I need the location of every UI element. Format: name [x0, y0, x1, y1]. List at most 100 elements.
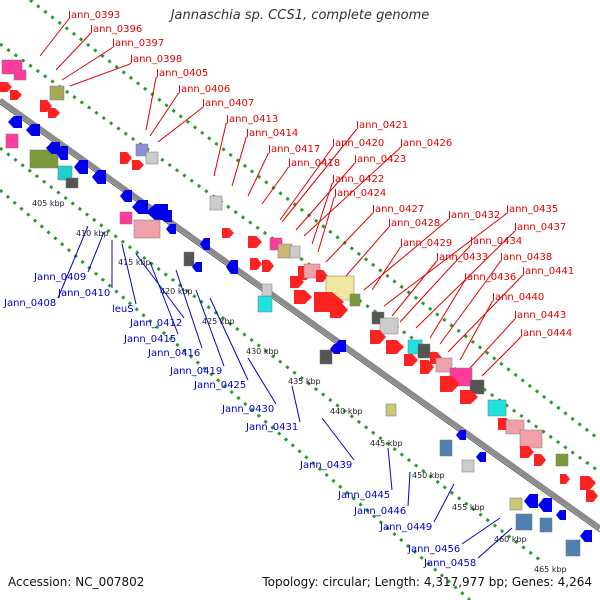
leader-line-forward [363, 219, 449, 291]
gene-box [515, 513, 533, 531]
gene-label-forward: Jann_0435 [505, 204, 558, 215]
gene-label-forward: Jann_0426 [399, 138, 452, 149]
gene-label-forward: Jann_0420 [331, 138, 384, 149]
gene-box [49, 85, 65, 101]
gene-arrow-reverse [524, 494, 538, 508]
strand-guide-line [0, 188, 471, 600]
gene-arrow-forward [386, 340, 404, 354]
gene-box [519, 429, 543, 449]
gene-box [57, 165, 73, 181]
leader-line-reverse [175, 269, 203, 349]
genome-summary-text: Topology: circular; Length: 4,317,977 bp… [262, 575, 592, 589]
gene-label-forward: Jann_0406 [177, 84, 230, 95]
gene-box [29, 149, 59, 169]
gene-box [145, 151, 159, 165]
gene-label-reverse: Jann_0458 [423, 558, 476, 569]
gene-label-forward: Jann_0418 [287, 158, 340, 169]
leader-line-reverse [321, 417, 355, 461]
gene-arrow-forward [330, 302, 348, 318]
gene-arrow-reverse [200, 238, 210, 250]
gene-arrow-reverse [538, 498, 552, 512]
kbp-tick-label: 440 kbp [330, 407, 363, 416]
leader-line-forward [391, 261, 437, 317]
gene-arrow-forward [132, 160, 144, 170]
gene-label-reverse: Jann_0445 [337, 490, 390, 501]
kbp-tick-label: 460 kbp [494, 535, 527, 544]
gene-arrow-forward [294, 290, 312, 304]
accession-text: Accession: NC_007802 [8, 575, 145, 589]
gene-box [13, 69, 27, 81]
gene-label-forward: Jann_0443 [513, 310, 566, 321]
leader-line-reverse [387, 447, 393, 491]
gene-arrow-forward [404, 354, 418, 366]
gene-label-forward: Jann_0397 [111, 38, 164, 49]
kbp-tick-label: 455 kbp [452, 503, 485, 512]
gene-box [133, 219, 161, 239]
gene-arrow-reverse [476, 452, 486, 462]
gene-label-reverse: Jann_0439 [299, 460, 352, 471]
gene-arrow-forward [48, 108, 60, 118]
gene-arrow-reverse [74, 160, 88, 174]
leader-line-forward [429, 281, 465, 339]
gene-arrow-forward [534, 454, 546, 466]
leader-line-forward [213, 123, 227, 177]
gene-arrow-forward [370, 330, 386, 344]
gene-label-forward: Jann_0423 [353, 154, 406, 165]
gene-arrow-forward [120, 152, 132, 164]
gene-label-reverse: Jann_0410 [57, 288, 110, 299]
leader-line-forward [61, 47, 113, 81]
gene-arrow-forward [520, 446, 534, 458]
gene-label-forward: Jann_0434 [469, 236, 522, 247]
gene-label-forward: Jann_0429 [399, 238, 452, 249]
leader-line-reverse [195, 289, 225, 367]
leader-line-reverse [87, 231, 105, 273]
gene-label-forward: Jann_0438 [499, 252, 552, 263]
leader-line-forward [345, 227, 389, 277]
gene-box [183, 251, 195, 267]
gene-label-reverse: leuS [112, 304, 134, 315]
leader-line-forward [481, 337, 521, 377]
gene-arrow-reverse [556, 510, 566, 520]
leader-line-reverse [209, 297, 249, 381]
gene-label-forward: Jann_0407 [201, 98, 254, 109]
gene-arrow-forward [440, 376, 460, 392]
leader-line-forward [39, 19, 69, 57]
gene-arrow-reverse [226, 260, 238, 274]
gene-arrow-forward [250, 258, 262, 270]
leader-line-forward [55, 33, 91, 71]
leader-line-forward [149, 93, 179, 137]
gene-arrow-reverse [132, 200, 148, 214]
gene-label-reverse: Jann_0408 [3, 298, 56, 309]
gene-label-forward: Jann_0417 [267, 144, 320, 155]
gene-box [319, 349, 333, 365]
gene-arrow-reverse [120, 190, 132, 202]
gene-box [385, 403, 397, 417]
gene-label-forward: Jann_0414 [245, 128, 298, 139]
kbp-tick-label: 420 kbp [160, 287, 193, 296]
gene-arrow-reverse [46, 142, 60, 154]
gene-labels: Jann_0393Jann_0396Jann_0397Jann_0398Jann… [3, 10, 574, 569]
gene-box [257, 295, 273, 313]
gene-box [349, 293, 361, 307]
leader-line-reverse [149, 261, 179, 335]
gene-arrow-reverse [160, 210, 172, 222]
leader-line-forward [383, 213, 507, 307]
leader-line-forward [469, 319, 515, 369]
leader-line-reverse [433, 483, 455, 523]
gene-box [379, 317, 399, 335]
leader-line-forward [157, 107, 203, 143]
gene-label-forward: Jann_0424 [333, 188, 386, 199]
gene-label-reverse: Jann_0419 [169, 366, 222, 377]
leader-line-forward [281, 129, 357, 223]
gene-arrow-reverse [580, 530, 592, 542]
kbp-tick-label: 415 kbp [118, 258, 151, 267]
gene-arrow-forward [222, 228, 234, 238]
leader-line-reverse [121, 243, 137, 305]
kbp-tick-label: 425 kbp [202, 317, 235, 326]
gene-arrow-reverse [334, 340, 346, 352]
gene-label-forward: Jann_0432 [447, 210, 500, 221]
leader-line-forward [261, 167, 289, 205]
leader-line-forward [295, 163, 355, 231]
gene-arrow-forward [460, 390, 478, 404]
